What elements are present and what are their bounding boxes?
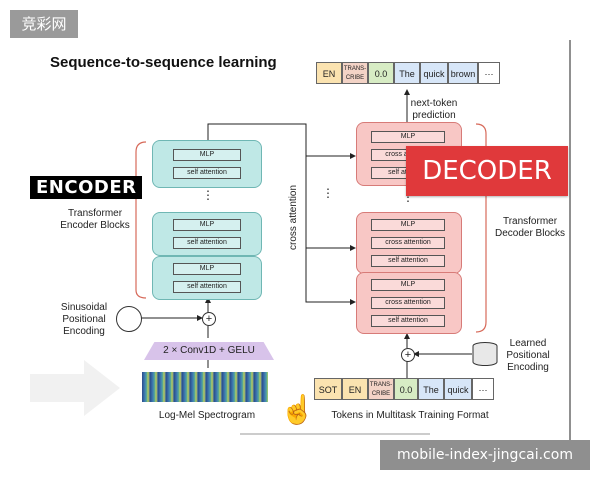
input-token: The — [418, 378, 444, 400]
encoder-add-icon: + — [202, 312, 216, 326]
encoder-mlp: MLP — [173, 149, 241, 161]
decoder-block-middle: MLP cross attention self attention — [356, 212, 462, 274]
encoder-self-attention: self attention — [173, 237, 241, 249]
next-token-label: next-token prediction — [410, 98, 458, 121]
middle-dots: ⋮ — [322, 186, 334, 200]
decoder-self-attention: self attention — [371, 255, 445, 267]
output-token: brown — [448, 62, 478, 84]
encoder-dots: ⋮ — [202, 188, 214, 202]
decoder-cross-attention: cross attention — [371, 237, 445, 249]
encoder-block-top: MLP self attention — [152, 140, 262, 188]
encoder-block-bottom: MLP self attention — [152, 256, 262, 300]
cross-attention-label: cross attention — [288, 184, 299, 250]
encoder-self-attention: self attention — [173, 281, 241, 293]
watermark-top-left: 竞彩网 — [10, 10, 78, 38]
decoder-cross-attention: cross attention — [371, 297, 445, 309]
hand-cursor-icon: ☝ — [280, 394, 315, 425]
watermark-bottom-right: mobile-index-jingcai.com — [380, 440, 590, 470]
input-token-row: SOT EN TRANS- CRIBE 0.0 The quick ⋯ — [314, 378, 498, 400]
sinusoidal-label: Sinusoidal Positional Encoding — [60, 302, 108, 337]
encoder-blocks-label: Transformer Encoder Blocks — [60, 208, 130, 231]
output-token: TRANS- CRIBE — [342, 62, 368, 84]
tokens-format-label: Tokens in Multitask Training Format — [331, 410, 489, 421]
encoder-block-middle: MLP self attention — [152, 212, 262, 256]
output-token: ⋯ — [478, 62, 500, 84]
decoder-add-icon: + — [401, 348, 415, 362]
input-token: EN — [342, 378, 368, 400]
encoder-mlp: MLP — [173, 263, 241, 275]
input-token: quick — [444, 378, 472, 400]
decoder-mlp: MLP — [371, 219, 445, 231]
database-icon — [472, 342, 498, 366]
input-token: TRANS- CRIBE — [368, 378, 394, 400]
encoder-badge: ENCODER — [30, 176, 143, 199]
decoder-blocks-label: Transformer Decoder Blocks — [494, 216, 566, 239]
sine-wave-icon — [116, 306, 142, 332]
spectrogram-image — [142, 372, 268, 402]
decoder-mlp: MLP — [371, 131, 445, 143]
decoder-self-attention: self attention — [371, 315, 445, 327]
diagram-title: Sequence-to-sequence learning — [50, 54, 277, 71]
output-token: quick — [420, 62, 448, 84]
conv-gelu-block: 2 × Conv1D + GELU — [144, 342, 274, 360]
input-token: ⋯ — [472, 378, 494, 400]
spectrogram-label: Log-Mel Spectrogram — [158, 410, 256, 421]
input-token: 0.0 — [394, 378, 418, 400]
encoder-mlp: MLP — [173, 219, 241, 231]
output-token: 0.0 — [368, 62, 394, 84]
decoder-block-bottom: MLP cross attention self attention — [356, 272, 462, 334]
input-token: SOT — [314, 378, 342, 400]
output-token: The — [394, 62, 420, 84]
output-token: EN — [316, 62, 342, 84]
learned-positional-label: Learned Positional Encoding — [506, 338, 550, 373]
decoder-badge: DECODER — [406, 146, 568, 196]
decoder-mlp: MLP — [371, 279, 445, 291]
encoder-self-attention: self attention — [173, 167, 241, 179]
output-token-row: EN TRANS- CRIBE 0.0 The quick brown ⋯ — [316, 62, 500, 84]
